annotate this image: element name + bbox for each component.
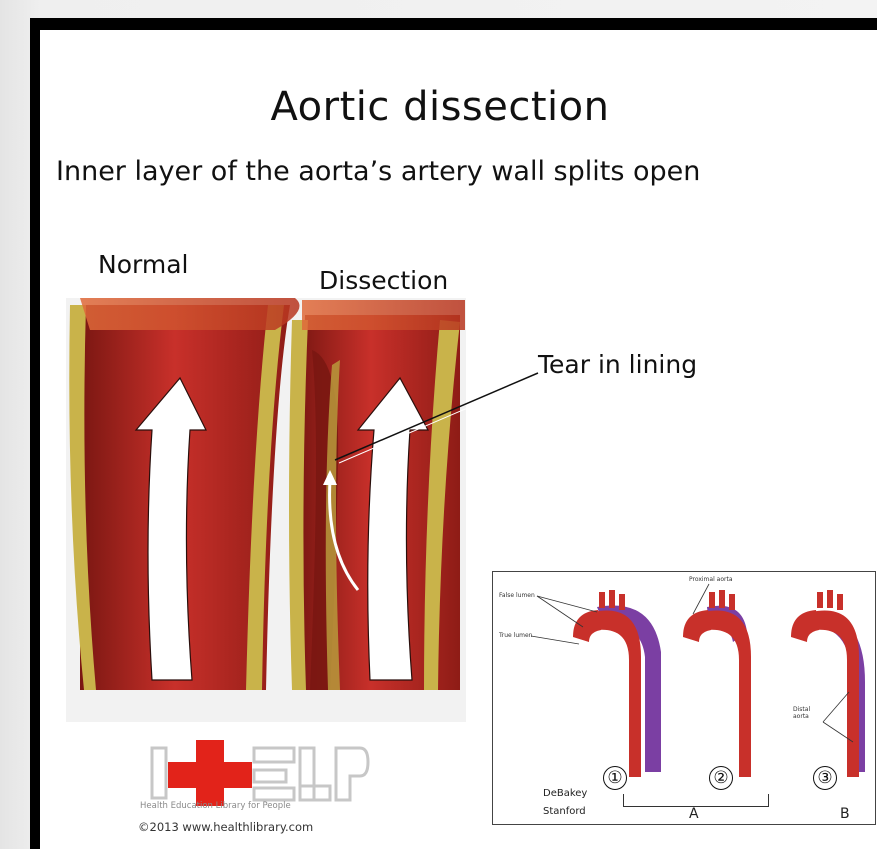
type-3-number: ③ [813, 766, 837, 790]
aorta-type-3 [791, 590, 865, 777]
annotation-true-lumen: True lumen [499, 632, 532, 639]
help-logo [150, 740, 370, 810]
dissected-artery [289, 300, 465, 690]
label-stanford: Stanford [543, 806, 586, 817]
aorta-type-1 [573, 590, 661, 777]
copyright-notice: ©2013 www.healthlibrary.com [138, 820, 313, 834]
annotation-distal-aorta: Distal aorta [793, 706, 825, 720]
classification-inset: False lumen True lumen Proximal aorta Di… [492, 571, 876, 825]
label-group-b: B [840, 806, 850, 822]
label-debakey: DeBakey [543, 788, 587, 799]
normal-artery [69, 298, 299, 690]
annotation-proximal-aorta: Proximal aorta [689, 576, 733, 583]
label-group-a: A [689, 806, 699, 822]
logo-tagline: Health Education Library for People [140, 801, 291, 811]
aorta-type-2 [683, 590, 751, 777]
type-1-number: ① [603, 766, 627, 790]
poster: Aortic dissection Inner layer of the aor… [40, 30, 877, 849]
annotation-false-lumen: False lumen [499, 592, 535, 599]
type-2-number: ② [709, 766, 733, 790]
